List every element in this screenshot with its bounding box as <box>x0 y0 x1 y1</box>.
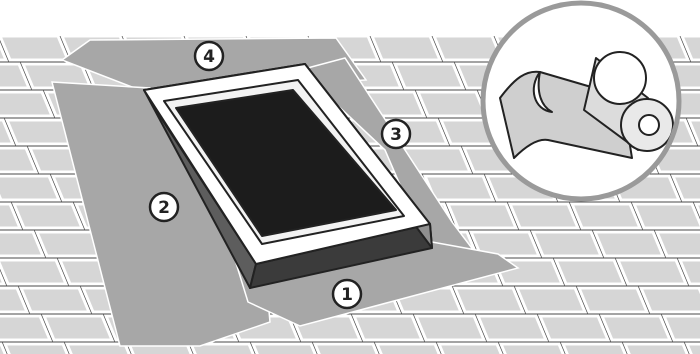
marker-2-label: 2 <box>158 198 170 218</box>
shingle <box>452 286 526 314</box>
shingle <box>475 314 549 342</box>
shingle <box>537 314 611 342</box>
shingle <box>0 36 71 62</box>
shingle <box>569 202 643 230</box>
shingle <box>0 202 23 230</box>
shingle <box>2 342 76 354</box>
marker-1-label: 1 <box>341 285 353 305</box>
shingle <box>0 62 32 90</box>
marker-3: 3 <box>380 118 412 150</box>
shingle <box>445 202 519 230</box>
shingle <box>679 36 700 62</box>
shingle <box>436 342 510 354</box>
shingle <box>560 342 634 354</box>
shingle <box>661 314 700 342</box>
shingle <box>514 286 588 314</box>
shingle <box>631 202 700 230</box>
marker-1: 1 <box>331 278 363 310</box>
marker-2: 2 <box>148 191 180 223</box>
shingle <box>507 202 581 230</box>
shingle <box>599 314 673 342</box>
shingle <box>392 62 466 90</box>
shingle <box>0 174 62 202</box>
marker-4: 4 <box>193 40 225 72</box>
shingle <box>686 118 700 146</box>
shingle <box>0 146 39 174</box>
shingle <box>684 342 700 354</box>
membrane-roll-icon <box>499 51 674 159</box>
shingle <box>0 90 55 118</box>
shingle <box>677 258 700 286</box>
marker-3-label: 3 <box>390 125 402 145</box>
marker-4-label: 4 <box>203 47 215 67</box>
shingle <box>0 36 9 62</box>
shingle <box>415 90 489 118</box>
shingle <box>576 286 650 314</box>
shingle <box>188 342 262 354</box>
shingle <box>622 342 696 354</box>
shingle <box>18 286 92 314</box>
shingle <box>0 230 46 258</box>
skylight-glass <box>175 89 397 237</box>
shingle <box>250 342 324 354</box>
shingle <box>369 36 443 62</box>
shingle <box>592 230 666 258</box>
shingle <box>41 314 115 342</box>
shingle <box>498 342 572 354</box>
shingle <box>530 230 604 258</box>
shingle <box>374 342 448 354</box>
shingle <box>64 342 138 354</box>
shingle <box>0 286 30 314</box>
shingle <box>0 118 16 146</box>
shingle <box>0 258 7 286</box>
shingle <box>0 314 53 342</box>
shingle <box>312 342 386 354</box>
membrane-roll-inset <box>480 0 682 202</box>
shingle <box>553 258 627 286</box>
shingle <box>468 230 542 258</box>
shingle <box>351 314 425 342</box>
shingle <box>11 202 85 230</box>
shingle <box>670 174 700 202</box>
skylight-frame-icon <box>143 63 433 289</box>
shingle <box>0 258 69 286</box>
shingle <box>615 258 689 286</box>
shingle <box>413 314 487 342</box>
shingle <box>654 230 700 258</box>
shingle <box>638 286 700 314</box>
